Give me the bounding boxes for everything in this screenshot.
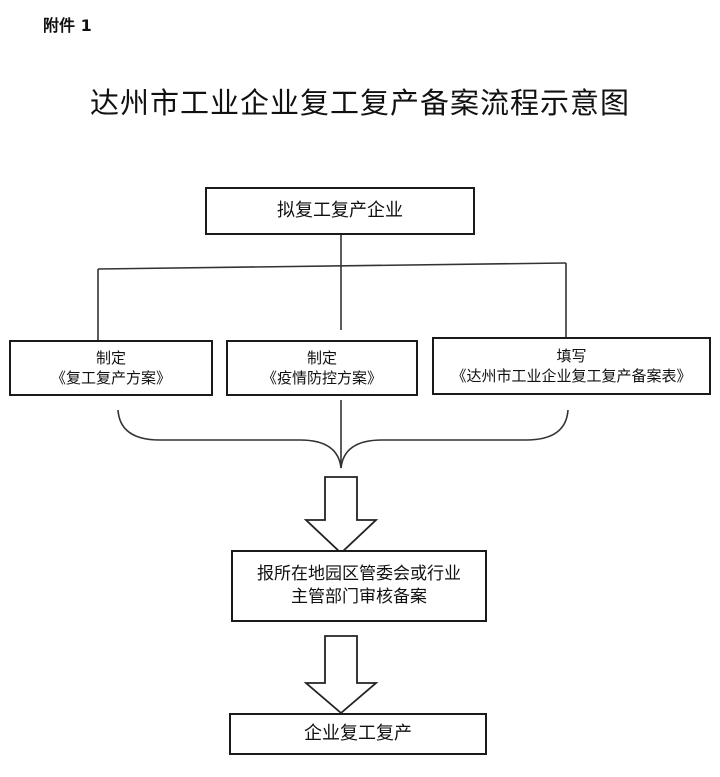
annex-label: 附件 1 [43,16,92,35]
node-recovery-plan-line-1: 制定 [95,348,126,367]
node-filing-form-line-1: 填写 [556,346,587,365]
node-filing-form: 填写 《达州市工业企业复工复产备案表》 [432,337,711,395]
connector-horizontal-bar [97,262,567,270]
down-arrow-2 [303,635,379,715]
node-report-review: 报所在地园区管委会或行业 主管部门审核备案 [231,550,487,622]
node-report-line-1: 报所在地园区管委会或行业 [257,564,461,585]
node-final-line-1: 企业复工复产 [304,722,412,744]
node-recovery-plan: 制定 《复工复产方案》 [9,340,213,396]
page-title: 达州市工业企业复工复产备案流程示意图 [89,86,630,120]
node-resume-production: 企业复工复产 [229,713,487,755]
node-start-enterprise: 拟复工复产企业 [205,187,475,235]
node-epidemic-plan: 制定 《疫情防控方案》 [226,340,418,396]
node-report-line-2: 主管部门审核备案 [291,587,427,607]
merge-brace [117,409,569,469]
node-start-line-1: 拟复工复产企业 [277,199,403,221]
node-epidemic-plan-line-1: 制定 [306,348,337,367]
node-epidemic-plan-line-2: 《疫情防控方案》 [261,369,382,387]
node-filing-form-line-2: 《达州市工业企业复工复产备案表》 [451,367,692,385]
node-recovery-plan-line-2: 《复工复产方案》 [50,369,171,387]
down-arrow-1 [303,476,379,555]
